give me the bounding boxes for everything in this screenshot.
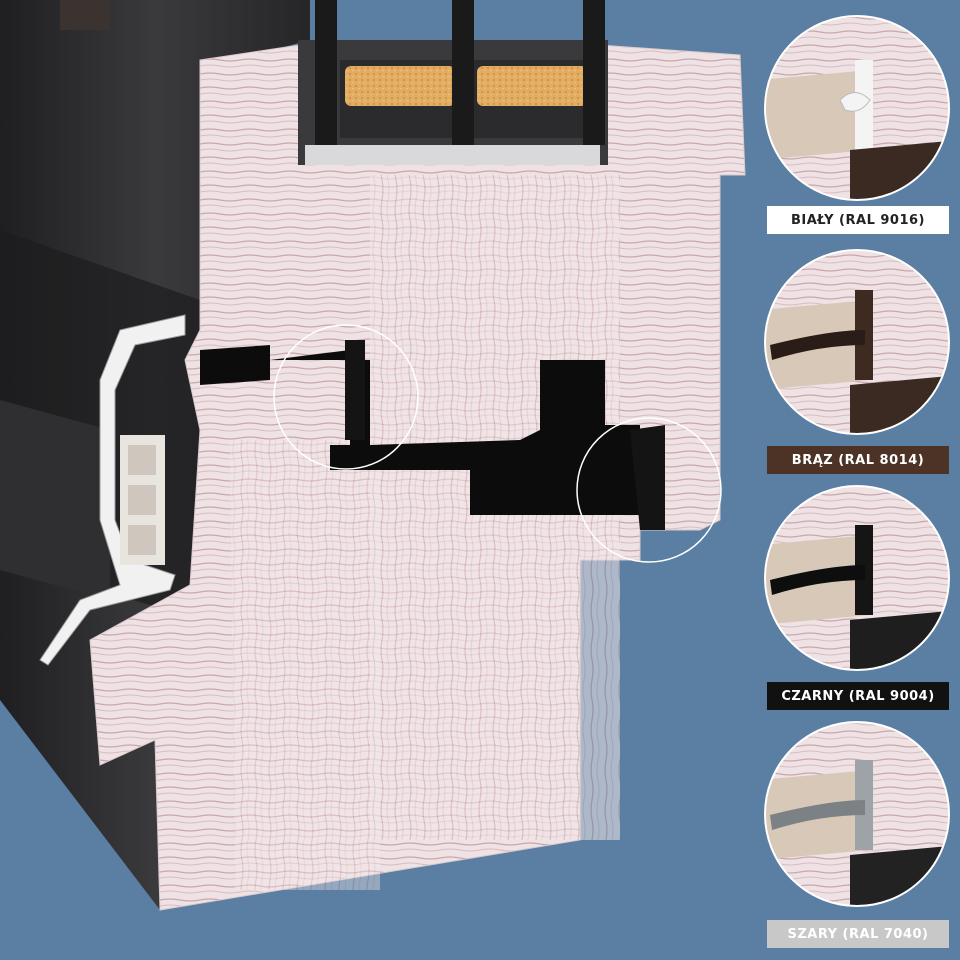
seal-color-label-brown: BRĄZ (RAL 8014) xyxy=(767,446,949,474)
seal-color-label-white: BIAŁY (RAL 9016) xyxy=(767,206,949,234)
swatch-circle-brown xyxy=(765,250,949,434)
swatch-circle-grey xyxy=(765,722,949,906)
seal-highlight-circle xyxy=(576,417,722,563)
glazing-unit xyxy=(298,0,608,165)
seal-highlight-circle xyxy=(273,324,419,470)
seal-color-label-grey: SZARY (RAL 7040) xyxy=(767,920,949,948)
seal-color-label-black: CZARNY (RAL 9004) xyxy=(767,682,949,710)
rebate-chamber xyxy=(200,340,665,530)
swatch-circle-black xyxy=(765,486,949,670)
drip-profile xyxy=(39,314,186,666)
swatch-circle-white xyxy=(765,16,949,200)
